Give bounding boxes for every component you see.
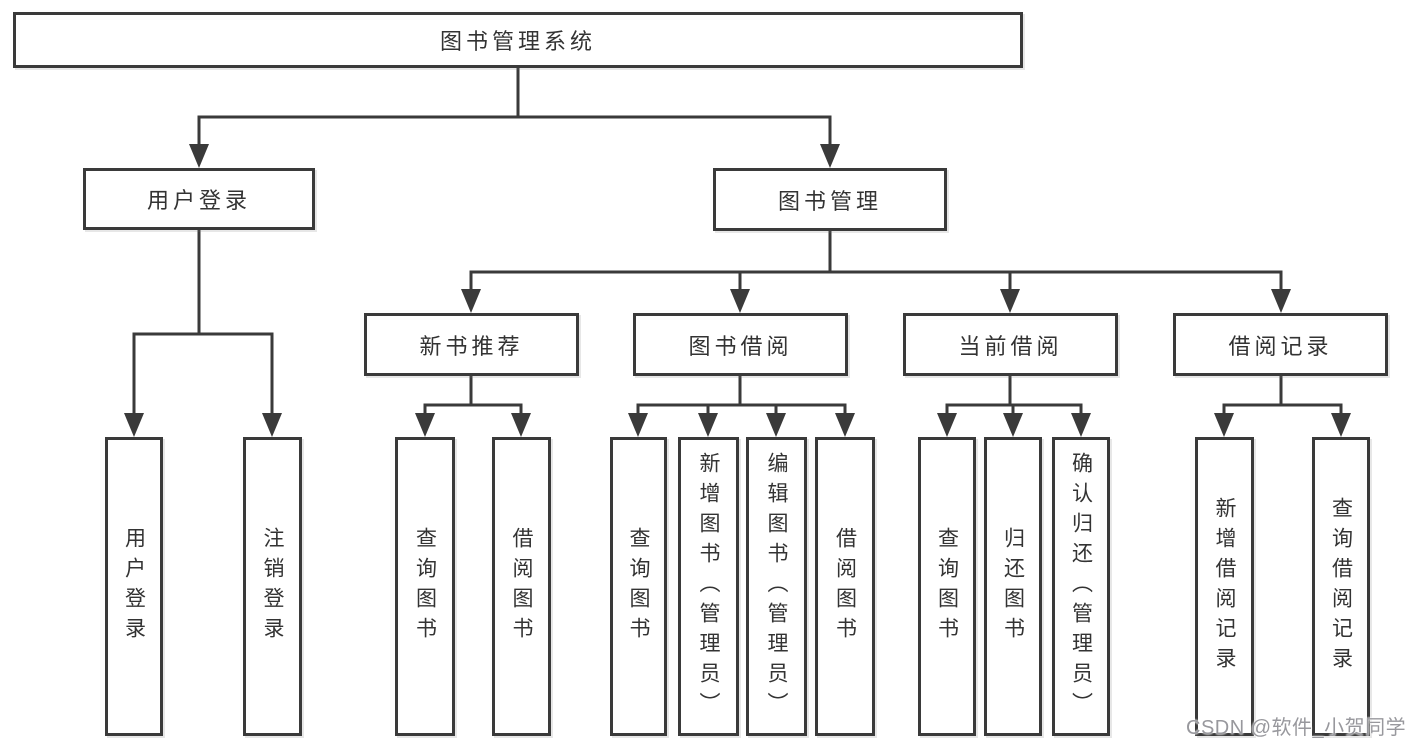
node-label: 新增借阅记录 — [1213, 496, 1236, 677]
node-leaf-edit-books-admin: 编辑图书（管理员） — [746, 437, 807, 736]
node-leaf-borrow-books: 借阅图书 — [815, 437, 875, 736]
node-root-library-system: 图书管理系统 — [13, 12, 1023, 68]
node-leaf-query-borrow-record: 查询借阅记录 — [1312, 437, 1370, 736]
node-label: 查询图书 — [413, 526, 437, 647]
node-leaf-logout: 注销登录 — [243, 437, 302, 736]
node-user-login: 用户登录 — [83, 168, 315, 230]
node-label: 编辑图书（管理员） — [765, 451, 788, 722]
node-label: 借阅图书 — [510, 526, 533, 647]
node-current-borrowing: 当前借阅 — [903, 313, 1118, 376]
node-label: 查询借阅记录 — [1329, 496, 1353, 677]
node-label: 借阅图书 — [833, 526, 857, 647]
node-label: 查询图书 — [935, 526, 959, 647]
node-label: 确认归还（管理员） — [1069, 451, 1093, 722]
node-label: 图书借阅 — [688, 333, 793, 359]
node-label: 归还图书 — [1001, 526, 1025, 647]
node-label: 图书管理 — [777, 188, 882, 214]
node-leaf-add-borrow-record: 新增借阅记录 — [1195, 437, 1254, 736]
node-book-borrowing: 图书借阅 — [633, 313, 848, 376]
node-leaf-query-books-borrowing: 查询图书 — [610, 437, 667, 736]
node-label: 借阅记录 — [1228, 333, 1333, 359]
node-leaf-query-books-recommend: 查询图书 — [395, 437, 455, 736]
node-leaf-return-books: 归还图书 — [984, 437, 1042, 736]
node-leaf-confirm-return-admin: 确认归还（管理员） — [1052, 437, 1110, 736]
node-leaf-borrow-books-recommend: 借阅图书 — [492, 437, 551, 736]
node-label: 注销登录 — [261, 526, 284, 647]
node-label: 当前借阅 — [958, 333, 1063, 359]
node-label: 新增图书（管理员） — [697, 451, 720, 722]
node-label: 用户登录 — [122, 526, 146, 647]
csdn-watermark: CSDN @软件_小贺同学 — [1186, 717, 1405, 739]
node-leaf-add-books-admin: 新增图书（管理员） — [678, 437, 739, 736]
node-label: 新书推荐 — [419, 333, 524, 359]
node-label: 图书管理系统 — [439, 29, 596, 54]
node-borrowing-records: 借阅记录 — [1173, 313, 1388, 376]
node-leaf-user-login: 用户登录 — [105, 437, 163, 736]
node-leaf-query-books-current: 查询图书 — [918, 437, 976, 736]
node-book-management: 图书管理 — [713, 168, 947, 231]
node-new-book-recommend: 新书推荐 — [364, 313, 579, 376]
node-label: 用户登录 — [146, 188, 251, 213]
node-label: 查询图书 — [627, 526, 650, 647]
